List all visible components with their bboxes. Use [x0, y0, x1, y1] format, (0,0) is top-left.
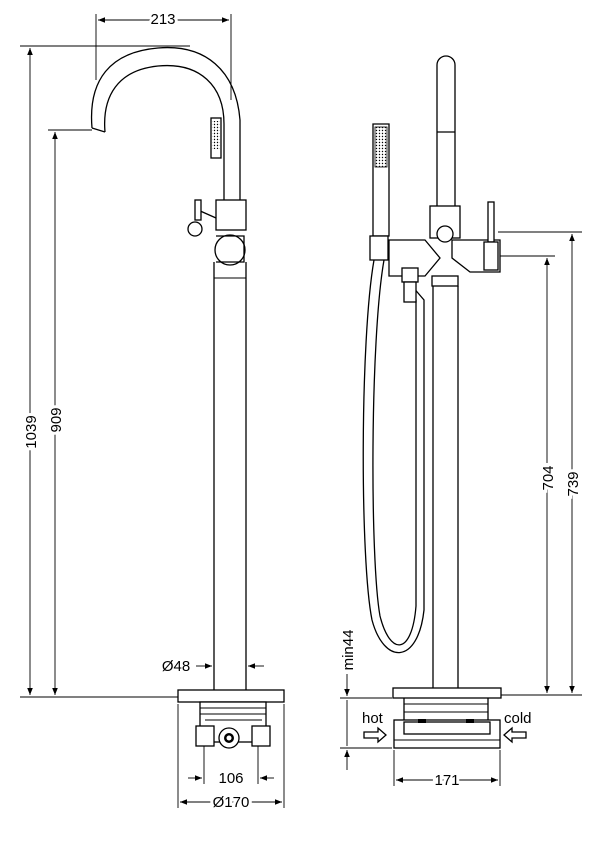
dimension-lever-height: 739	[498, 231, 585, 693]
main-pipe	[213, 262, 247, 690]
front-view: 213 1039 909	[20, 8, 285, 814]
hot-arrow-icon	[363, 726, 387, 744]
hand-shower	[369, 123, 390, 261]
rough-in-box-side	[393, 698, 501, 749]
base-plate-side	[392, 687, 502, 699]
dimension-min-floor: min44	[340, 630, 392, 770]
dim-170-label: Ø170	[213, 794, 250, 811]
dimension-total-height: 1039	[20, 45, 190, 698]
dim-106-label: 106	[218, 770, 243, 787]
dim-704-label: 704	[540, 465, 557, 490]
mixer-body-side	[388, 201, 501, 287]
dim-1039-label: 1039	[23, 415, 40, 448]
cold-inlet: cold	[503, 710, 532, 744]
hot-label: hot	[362, 710, 384, 727]
cold-label: cold	[504, 710, 532, 727]
dim-171-label: 171	[434, 772, 459, 789]
dim-909-label: 909	[48, 407, 65, 432]
dimension-box-width-side: 171	[393, 750, 501, 792]
spout-side	[436, 55, 456, 208]
dim-739-label: 739	[565, 471, 582, 496]
dimension-pipe-diameter: Ø48	[162, 658, 264, 675]
rough-in-box	[195, 701, 271, 749]
shower-hose	[362, 259, 425, 654]
dim-min44-label: min44	[340, 630, 357, 671]
dimension-spout-height: 909	[45, 129, 92, 695]
main-pipe-side	[432, 286, 459, 688]
dimension-outlet-height: 704	[500, 255, 560, 693]
mixer-body	[187, 199, 247, 266]
dimension-box-width-front: 106	[188, 746, 274, 787]
dimension-spout-reach: 213	[95, 8, 232, 100]
base-plate	[177, 689, 285, 703]
dimension-base-diameter: Ø170	[177, 704, 285, 814]
dim-48-label: Ø48	[162, 658, 190, 675]
spout	[90, 46, 241, 200]
dim-213-label: 213	[150, 11, 175, 28]
hot-inlet: hot	[362, 710, 387, 744]
cold-arrow-icon	[503, 726, 527, 744]
side-view: 739 704 min44	[340, 55, 585, 792]
